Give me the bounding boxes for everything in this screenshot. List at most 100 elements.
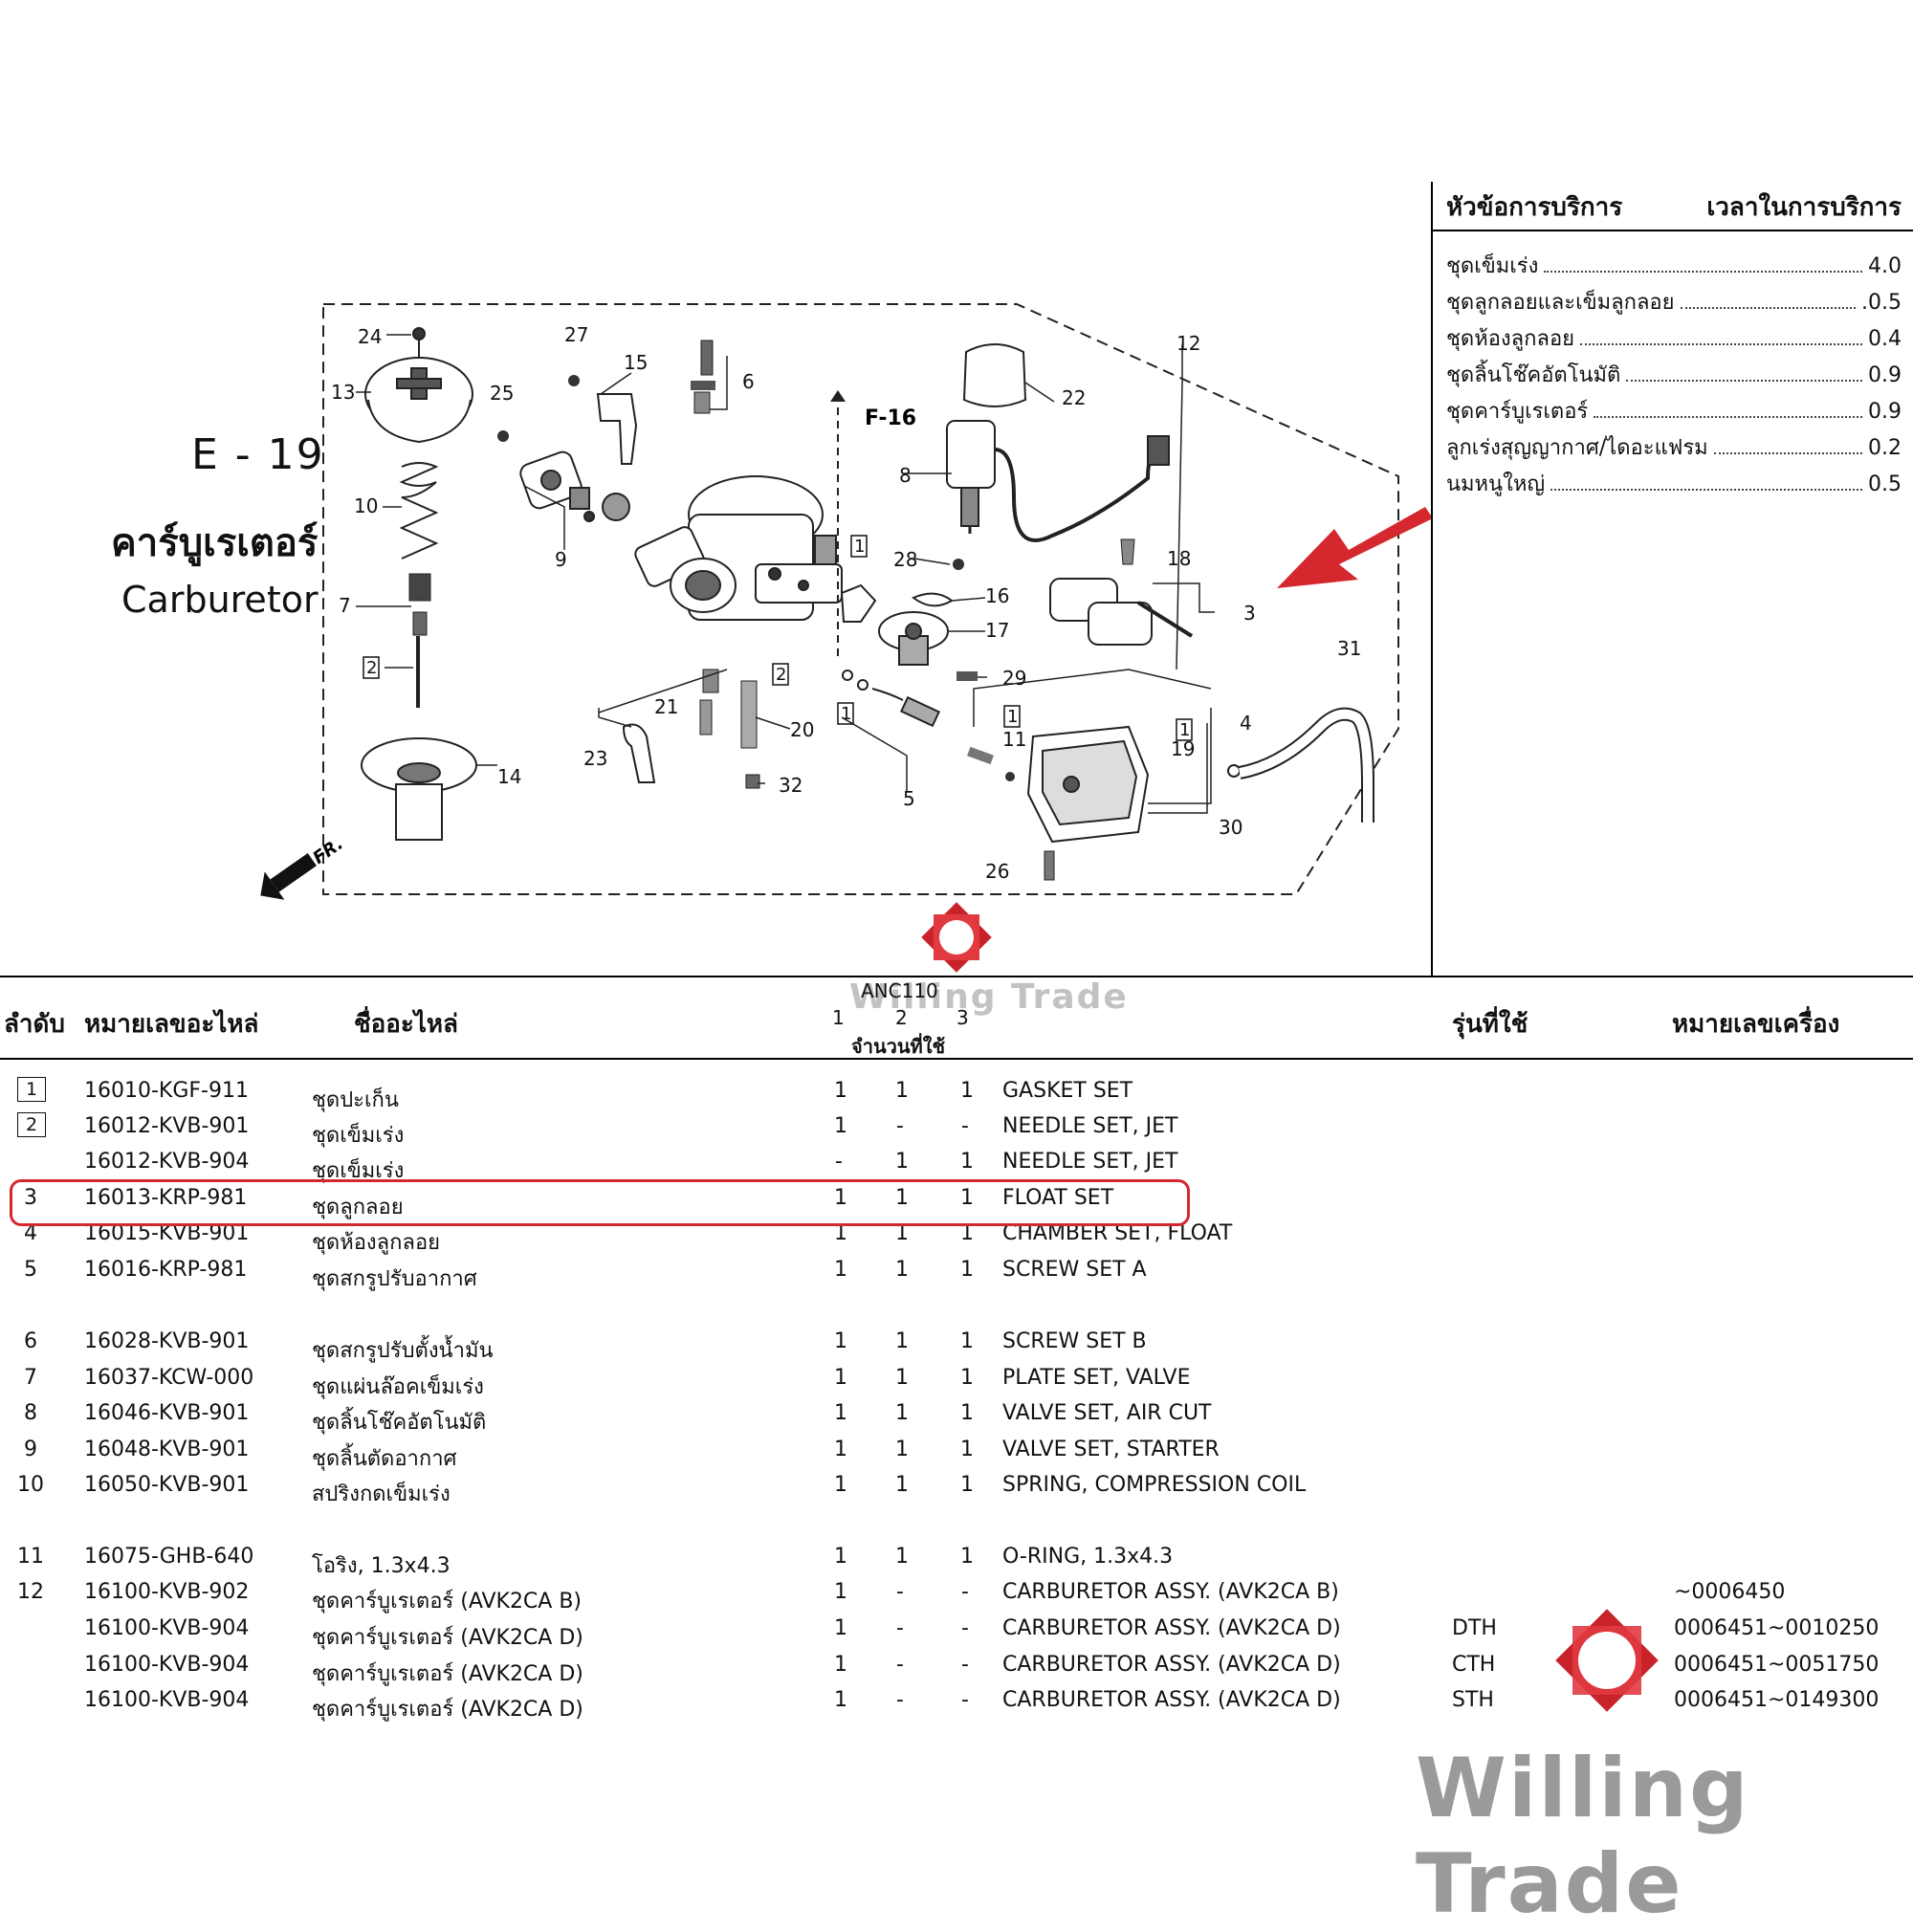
row-qty-3: 1 <box>960 1329 974 1353</box>
service-row: นมหนูใหญ่0.5 <box>1446 472 1902 496</box>
table-top-rule <box>0 976 1913 977</box>
box-callout-2a: 2 <box>776 665 786 685</box>
row-name-en: SCREW SET B <box>1002 1329 1147 1353</box>
part-starter-valve <box>519 450 630 522</box>
part-float-chamber <box>1026 725 1150 844</box>
row-ref: 5 <box>24 1258 37 1282</box>
row-qty-2: 1 <box>895 1473 909 1497</box>
callout-4: 4 <box>1240 712 1252 735</box>
callout-23: 23 <box>583 747 607 770</box>
row-qty-1: 1 <box>834 1114 847 1138</box>
row-name-en: CARBURETOR ASSY. (AVK2CA D) <box>1002 1688 1341 1712</box>
row-part-number: 16100-KVB-902 <box>84 1580 250 1604</box>
row-qty-3: 1 <box>960 1545 974 1569</box>
row-ref: 3 <box>24 1186 37 1210</box>
col-header-part-no: หมายเลขอะไหล่ <box>84 1010 259 1039</box>
service-header-time: เวลาในการบริการ <box>1706 193 1902 222</box>
highlight-arrow-icon <box>1277 507 1433 588</box>
row-qty-2: - <box>896 1580 904 1604</box>
row-qty-1: 1 <box>834 1079 847 1103</box>
row-qty-2: 1 <box>895 1258 909 1282</box>
row-name-en: FLOAT SET <box>1002 1186 1114 1210</box>
row-qty-1: 1 <box>834 1221 847 1245</box>
row-part-number: 16013-KRP-981 <box>84 1186 248 1210</box>
row-part-number: 16050-KVB-901 <box>84 1473 250 1497</box>
row-qty-2: 1 <box>895 1545 909 1569</box>
part-jet-holder <box>878 611 949 666</box>
row-part-number: 16100-KVB-904 <box>84 1653 250 1677</box>
row-model: STH <box>1452 1688 1494 1712</box>
row-qty-1: 1 <box>834 1401 847 1425</box>
callout-26: 26 <box>985 860 1009 883</box>
callout-6: 6 <box>742 370 755 393</box>
figure-code: E - 19 <box>191 430 325 479</box>
part-tube <box>622 723 656 783</box>
carburetor-exploded-diagram: F-16 <box>260 303 1433 900</box>
row-qty-2: 1 <box>895 1329 909 1353</box>
row-qty-1: 1 <box>834 1473 847 1497</box>
callout-27: 27 <box>564 323 588 346</box>
row-qty-2: 1 <box>895 1079 909 1103</box>
row-serial: 0006451~0051750 <box>1674 1653 1880 1677</box>
row-part-number: 16100-KVB-904 <box>84 1616 250 1640</box>
col-header-qty-1: 1 <box>832 1006 845 1029</box>
row-part-number: 16075-GHB-640 <box>84 1545 254 1569</box>
callout-17: 17 <box>985 619 1009 642</box>
row-qty-2: - <box>896 1114 904 1138</box>
service-time-panel: หัวข้อการบริการ เวลาในการบริการ ชุดเข็มเ… <box>1431 182 1913 977</box>
row-ref: 8 <box>24 1401 37 1425</box>
row-ref: 4 <box>24 1221 37 1245</box>
callout-14: 14 <box>497 765 521 788</box>
figure-title-en: Carburetor <box>121 579 319 621</box>
row-qty-1: 1 <box>834 1653 847 1677</box>
row-qty-3: 1 <box>960 1221 974 1245</box>
box-callout-2b: 2 <box>366 658 377 678</box>
row-name-en: SPRING, COMPRESSION COIL <box>1002 1473 1307 1497</box>
callout-24: 24 <box>358 325 382 348</box>
row-qty-2: - <box>896 1653 904 1677</box>
row-qty-3: 1 <box>960 1401 974 1425</box>
callout-29: 29 <box>1002 667 1026 690</box>
callout-3: 3 <box>1243 602 1256 625</box>
row-qty-1: 1 <box>834 1366 847 1390</box>
row-qty-3: - <box>961 1616 969 1640</box>
callout-30: 30 <box>1219 816 1242 839</box>
row-qty-3: 1 <box>960 1438 974 1461</box>
highlight-float-set <box>10 1179 1190 1226</box>
callout-12: 12 <box>1176 332 1200 355</box>
row-qty-1: 1 <box>834 1545 847 1569</box>
row-part-number: 16010-KGF-911 <box>84 1079 249 1103</box>
row-qty-1: 1 <box>834 1329 847 1353</box>
part-cap <box>962 343 1027 407</box>
callout-13: 13 <box>331 381 355 404</box>
row-ref: 6 <box>24 1329 37 1353</box>
callout-8: 8 <box>899 464 912 487</box>
col-header-ref: ลำดับ <box>4 1010 65 1039</box>
part-bracket <box>596 393 638 465</box>
callout-5: 5 <box>903 787 915 810</box>
col-header-qty-2: 2 <box>895 1006 908 1029</box>
row-qty-3: - <box>961 1688 969 1712</box>
callout-22: 22 <box>1062 386 1086 409</box>
part-needle-clip <box>408 573 431 602</box>
watermark-text-large: Willing Trade <box>1416 1741 1750 1932</box>
svg-text:FR.: FR. <box>309 834 346 868</box>
row-name-en: CARBURETOR ASSY. (AVK2CA D) <box>1002 1653 1341 1677</box>
row-name-en: CARBURETOR ASSY. (AVK2CA D) <box>1002 1616 1341 1640</box>
part-air-cut-valve <box>946 420 1170 542</box>
row-name-en: NEEDLE SET, JET <box>1002 1150 1178 1174</box>
watermark-text-small: Willing Trade <box>849 977 1129 1017</box>
row-part-number: 16016-KRP-981 <box>84 1258 248 1282</box>
service-header-item: หัวข้อการบริการ <box>1446 193 1623 222</box>
watermark-logo-small <box>921 902 992 973</box>
row-ref: 10 <box>17 1473 44 1497</box>
callout-31: 31 <box>1337 637 1361 660</box>
callout-19: 19 <box>1171 737 1195 760</box>
col-header-model: รุ่นที่ใช้ <box>1452 1010 1528 1039</box>
part-float-needle <box>1120 538 1135 565</box>
